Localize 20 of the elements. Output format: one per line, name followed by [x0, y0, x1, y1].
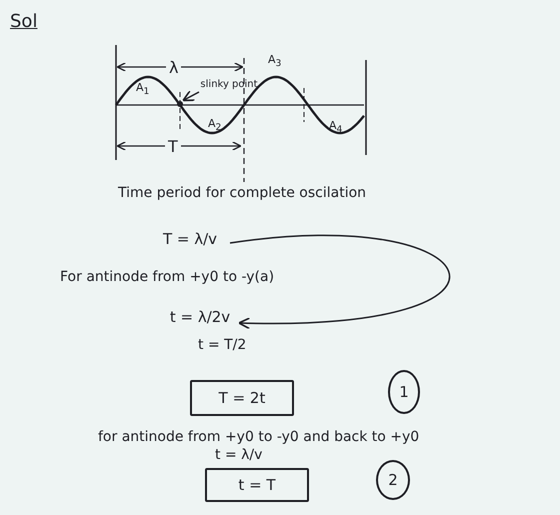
formula: T = λ/v: [150, 222, 230, 256]
leader-line: [182, 90, 200, 102]
formula: t = T/2: [198, 338, 246, 354]
formula: t = λ/v: [215, 448, 262, 464]
sentence: Time period for complete oscilation: [118, 186, 366, 202]
curved-arrow: [230, 235, 450, 330]
formula: t = λ/2v: [160, 300, 240, 334]
point-marker: [177, 101, 183, 107]
wave-label: A$_{3}$: [268, 54, 282, 70]
wave-label: A$_{1}$: [136, 82, 150, 98]
sentence: for antinode from +y0 to -y0 and back to +y0: [98, 430, 420, 446]
answer-box: t = T: [205, 468, 309, 502]
answer-box: T = 2t: [190, 380, 294, 416]
wave-label: A$_{4}$: [329, 120, 342, 136]
callout-text: slinky point: [200, 74, 258, 96]
circled-number: 1: [388, 370, 420, 414]
sentence: For antinode from +y0 to -y(a): [60, 270, 274, 286]
wave-label: A$_{2}$: [208, 118, 222, 134]
heading: Sol: [10, 12, 38, 32]
circled-number: 2: [376, 460, 410, 500]
